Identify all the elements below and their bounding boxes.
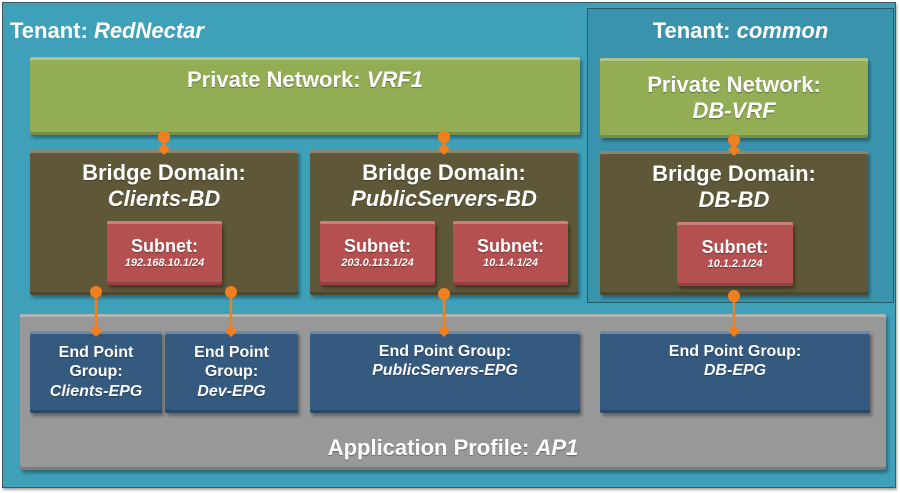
epg-label: Group: — [204, 363, 259, 381]
bridge-domain-name: Clients-BD — [107, 186, 221, 212]
subnet-203-0-113-1[interactable]: Subnet: 203.0.113.1/24 — [320, 221, 435, 285]
bridge-domain-name: DB-BD — [698, 187, 770, 213]
bridge-domain-label: Bridge Domain: — [362, 160, 526, 185]
epg-name: Dev-EPG — [197, 382, 266, 400]
epg-label: End Point Group: — [668, 343, 802, 360]
subnet-address: 203.0.113.1/24 — [341, 257, 414, 270]
application-profile-name: AP1 — [535, 435, 579, 460]
private-network-name: DB-VRF — [692, 98, 776, 123]
bridge-domain-name: PublicServers-BD — [351, 186, 537, 212]
subnet-address: 10.1.2.1/24 — [707, 258, 763, 271]
subnet-192-168-10-1[interactable]: Subnet: 192.168.10.1/24 — [107, 221, 222, 285]
subnet-label: Subnet: — [344, 235, 411, 256]
epg-name: DB-EPG — [703, 362, 767, 380]
private-network-db-vrf[interactable]: Private Network: DB-VRF — [600, 58, 868, 138]
epg-db[interactable]: End Point Group: DB-EPG — [600, 331, 870, 413]
tenant-rednectar-title: Tenant: RedNectar — [10, 18, 204, 44]
application-profile-title: Application Profile: AP1 — [20, 435, 886, 461]
private-network-vrf1[interactable]: Private Network: VRF1 — [30, 57, 580, 135]
subnet-10-1-2-1[interactable]: Subnet: 10.1.2.1/24 — [677, 222, 793, 286]
epg-label: End Point — [194, 344, 269, 362]
epg-label: Group: — [69, 363, 123, 381]
bridge-domain-clients-bd[interactable]: Bridge Domain: Clients-BD — [30, 150, 298, 295]
private-network-label: Private Network: — [647, 71, 821, 97]
epg-name: Clients-EPG — [49, 382, 143, 400]
private-network-name: VRF1 — [366, 67, 423, 92]
tenant-name: common — [736, 18, 829, 43]
subnet-label: Subnet: — [701, 236, 769, 257]
subnet-label: Subnet: — [477, 235, 544, 256]
epg-name: PublicServers-EPG — [372, 362, 518, 380]
tenant-common-title: Tenant: common — [588, 18, 893, 44]
application-profile-label: Application Profile: — [327, 435, 530, 460]
subnet-label: Subnet: — [131, 235, 198, 256]
tenant-label: Tenant: — [10, 18, 88, 43]
epg-clients[interactable]: End Point Group: Clients-EPG — [30, 331, 162, 413]
epg-label: End Point — [58, 344, 134, 362]
subnet-address: 10.1.4.1/24 — [482, 257, 539, 270]
bridge-domain-label: Bridge Domain: — [652, 161, 816, 186]
subnet-address: 192.168.10.1/24 — [124, 257, 205, 270]
epg-dev[interactable]: End Point Group: Dev-EPG — [165, 331, 298, 413]
private-network-label: Private Network: — [187, 67, 361, 92]
tenant-label: Tenant: — [652, 18, 731, 43]
tenant-name: RedNectar — [93, 18, 204, 43]
epg-label: End Point Group: — [378, 343, 512, 360]
subnet-10-1-4-1[interactable]: Subnet: 10.1.4.1/24 — [453, 221, 568, 285]
private-network-vrf1-title: Private Network: VRF1 — [30, 67, 580, 93]
bridge-domain-label: Bridge Domain: — [82, 160, 246, 185]
epg-publicservers[interactable]: End Point Group: PublicServers-EPG — [310, 331, 580, 413]
